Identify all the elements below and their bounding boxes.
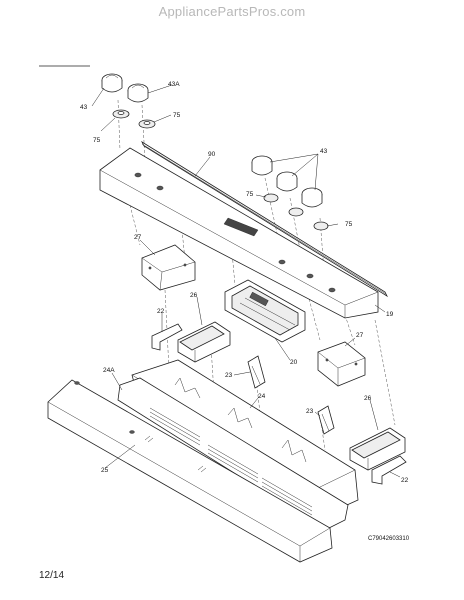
label-23-left: 23 xyxy=(225,372,233,379)
watermark: AppliancePartsPros.com xyxy=(158,4,306,19)
label-43-right: 43 xyxy=(320,148,328,155)
switch-23-left xyxy=(247,355,266,389)
label-20: 20 xyxy=(290,359,298,366)
label-22-left: 22 xyxy=(157,308,165,315)
page-number: 12/14 xyxy=(39,570,65,581)
label-27-right: 27 xyxy=(356,332,364,339)
bracket-26-right xyxy=(349,427,406,471)
label-43a: 43A xyxy=(168,81,180,88)
manifold-cover-25 xyxy=(47,379,333,563)
label-75-right-b: 75 xyxy=(345,221,353,228)
label-75-left-b: 75 xyxy=(173,112,181,119)
knob-left-43 xyxy=(101,73,123,93)
label-27-left: 27 xyxy=(134,234,142,241)
shield-24a xyxy=(117,377,349,531)
label-22-right: 22 xyxy=(401,477,409,484)
knob-left-43a xyxy=(127,83,149,103)
label-75-left-a: 75 xyxy=(93,137,101,144)
bracket-27-right xyxy=(317,341,366,387)
label-26-right: 26 xyxy=(364,395,372,402)
backguard-panel-19 xyxy=(99,147,379,319)
switch-23-right xyxy=(317,405,335,435)
label-75-right-a: 75 xyxy=(246,191,254,198)
trim-strip-90 xyxy=(141,140,388,298)
label-24: 24 xyxy=(258,393,266,400)
bezel-left-75b xyxy=(138,119,156,129)
label-23-right: 23 xyxy=(306,408,314,415)
part-labels: 43 43A 75 75 43 75 75 90 27 27 19 20 26 … xyxy=(80,81,410,542)
bracket-26-left xyxy=(177,321,231,363)
label-43-left: 43 xyxy=(80,104,88,111)
bracket-27-left xyxy=(141,244,196,291)
label-24a: 24A xyxy=(103,367,115,374)
leader-lines xyxy=(91,84,401,478)
label-26-left: 26 xyxy=(190,292,198,299)
control-board-20 xyxy=(224,279,306,343)
label-90: 90 xyxy=(208,151,216,158)
knobs-right-43 xyxy=(251,155,323,208)
bezel-left-75a xyxy=(112,109,130,119)
label-25: 25 xyxy=(101,467,109,474)
label-19: 19 xyxy=(386,311,394,318)
drawing-code: C79042603310 xyxy=(368,536,410,542)
bezels-right-75 xyxy=(263,193,329,231)
clip-22-right xyxy=(371,455,407,485)
clip-22-left xyxy=(151,323,183,351)
